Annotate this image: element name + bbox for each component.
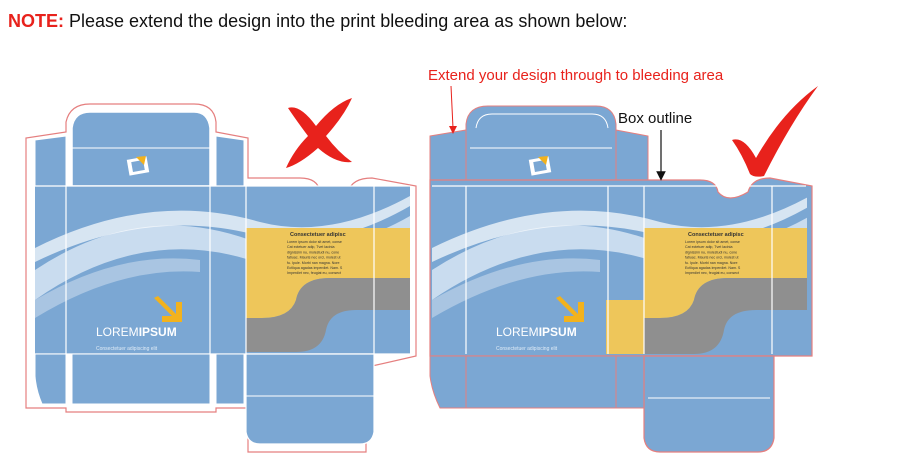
side-copy-line: Imperdiet nec, feugiat eu, consect: [287, 271, 341, 275]
right-bottom-flap-3: [615, 355, 647, 409]
right-bottom-tuck: [643, 355, 775, 453]
left-logo-icon: [126, 156, 150, 176]
right-bottom-flap-1: [429, 355, 467, 409]
right-bottom-flap-2: [465, 355, 617, 409]
right-yellow-arrow-icon: [556, 296, 584, 322]
side-copy-line: fu. Ipule. Morbi nan magna. Nore: [685, 261, 738, 265]
red-check-icon: [732, 86, 818, 177]
right-tagline: Consectetuer adipiscing elit: [496, 346, 558, 352]
left-side-title: Consectetuer adipisc: [290, 232, 346, 238]
box-outline-label: Box outline: [618, 110, 692, 127]
note-heading: NOTE: Please extend the design into the …: [8, 11, 627, 32]
right-dust-flap-2: [615, 129, 649, 187]
extend-arrow: [450, 85, 454, 129]
right-brand: LOREMIPSUM: [496, 325, 577, 339]
extend-annotation: Extend your design through to bleeding a…: [428, 67, 724, 84]
left-dust-flap-1: [34, 135, 67, 187]
left-tagline: Consectetuer adipiscing elit: [96, 346, 158, 352]
side-copy-line: dignissim nu, molestudi nu, cone: [287, 250, 339, 254]
left-brand: LOREMIPSUM: [96, 325, 177, 339]
side-copy-line: Ectliqua agadas imperdiet. Nam. S: [287, 266, 343, 270]
left-box: LOREMIPSUM Consectetuer adipiscing elit …: [25, 98, 417, 453]
note-text: Please extend the design into the print …: [64, 11, 628, 31]
right-side-title: Consectetuer adipisc: [688, 232, 744, 238]
side-copy-line: fatiuac. Mauris nec orci, molest ut: [685, 256, 739, 260]
left-yellow-arrow-icon: [154, 296, 182, 322]
right-logo-icon: [528, 156, 552, 176]
left-bottom-tuck: [245, 353, 375, 445]
left-top-flap: [71, 111, 211, 187]
side-copy-line: Lorem ipsum dolor sit amet, conse: [287, 240, 342, 244]
side-copy-line: dignissim nu, molestudi nu, cone: [685, 250, 737, 254]
right-top-flap: [465, 105, 617, 187]
side-copy-line: fatiuac. Mauris nec orci, molest ut: [287, 256, 341, 260]
red-x-icon: [286, 98, 352, 168]
right-box: LOREMIPSUM Consectetuer adipiscing elit …: [428, 67, 818, 453]
side-copy-line: Cat ectetuer adip, Tvet lacinia: [685, 245, 732, 249]
right-dust-flap-1: [429, 129, 467, 187]
side-copy-line: Cat ectetuer adip, Tvet lacinia: [287, 245, 334, 249]
side-copy-line: Lorem ipsum dolor sit amet, conse: [685, 240, 740, 244]
left-bottom-flap-1: [34, 353, 67, 405]
left-bottom-flap-2: [71, 353, 211, 405]
left-bottom-flap-3: [215, 353, 245, 405]
left-dust-flap-2: [215, 135, 245, 187]
side-copy-line: Ectliqua agadas imperdiet. Nam. S: [685, 266, 741, 270]
note-label: NOTE:: [8, 11, 64, 31]
side-copy-line: Imperdiet nec, feugiat eu, consect: [685, 271, 739, 275]
side-copy-line: fu. Ipule. Morbi nan magna. Nore: [287, 261, 340, 265]
